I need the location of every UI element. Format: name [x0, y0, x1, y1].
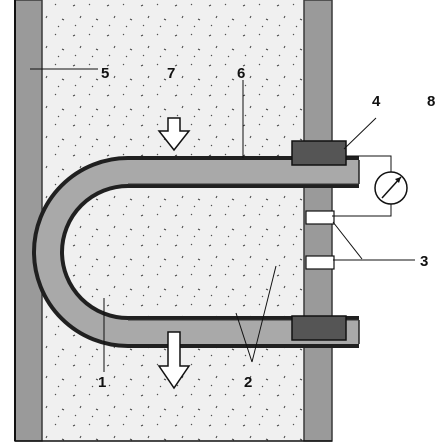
leader-2b	[251, 265, 277, 363]
label-5: 5	[101, 65, 109, 82]
leader-4	[343, 117, 377, 150]
insulator-lower	[305, 255, 335, 270]
circuit-wire-upper	[346, 155, 392, 172]
clamp-upper	[291, 140, 347, 166]
label-7: 7	[167, 65, 175, 82]
insulator-upper	[305, 210, 335, 225]
tube-body	[36, 160, 359, 344]
leader-3a	[332, 221, 363, 260]
label-8: 8	[427, 93, 435, 110]
meter-gauge	[374, 171, 408, 205]
circuit-wire-lower	[332, 204, 392, 217]
label-4: 4	[372, 93, 381, 110]
clamp-lower	[291, 315, 347, 341]
leader-2a	[235, 312, 253, 363]
label-6: 6	[237, 65, 245, 82]
label-2: 2	[244, 374, 252, 391]
label-1: 1	[98, 374, 106, 391]
label-3: 3	[420, 253, 428, 270]
flow-arrow-top	[157, 117, 191, 152]
flow-arrow-bottom	[157, 331, 191, 390]
